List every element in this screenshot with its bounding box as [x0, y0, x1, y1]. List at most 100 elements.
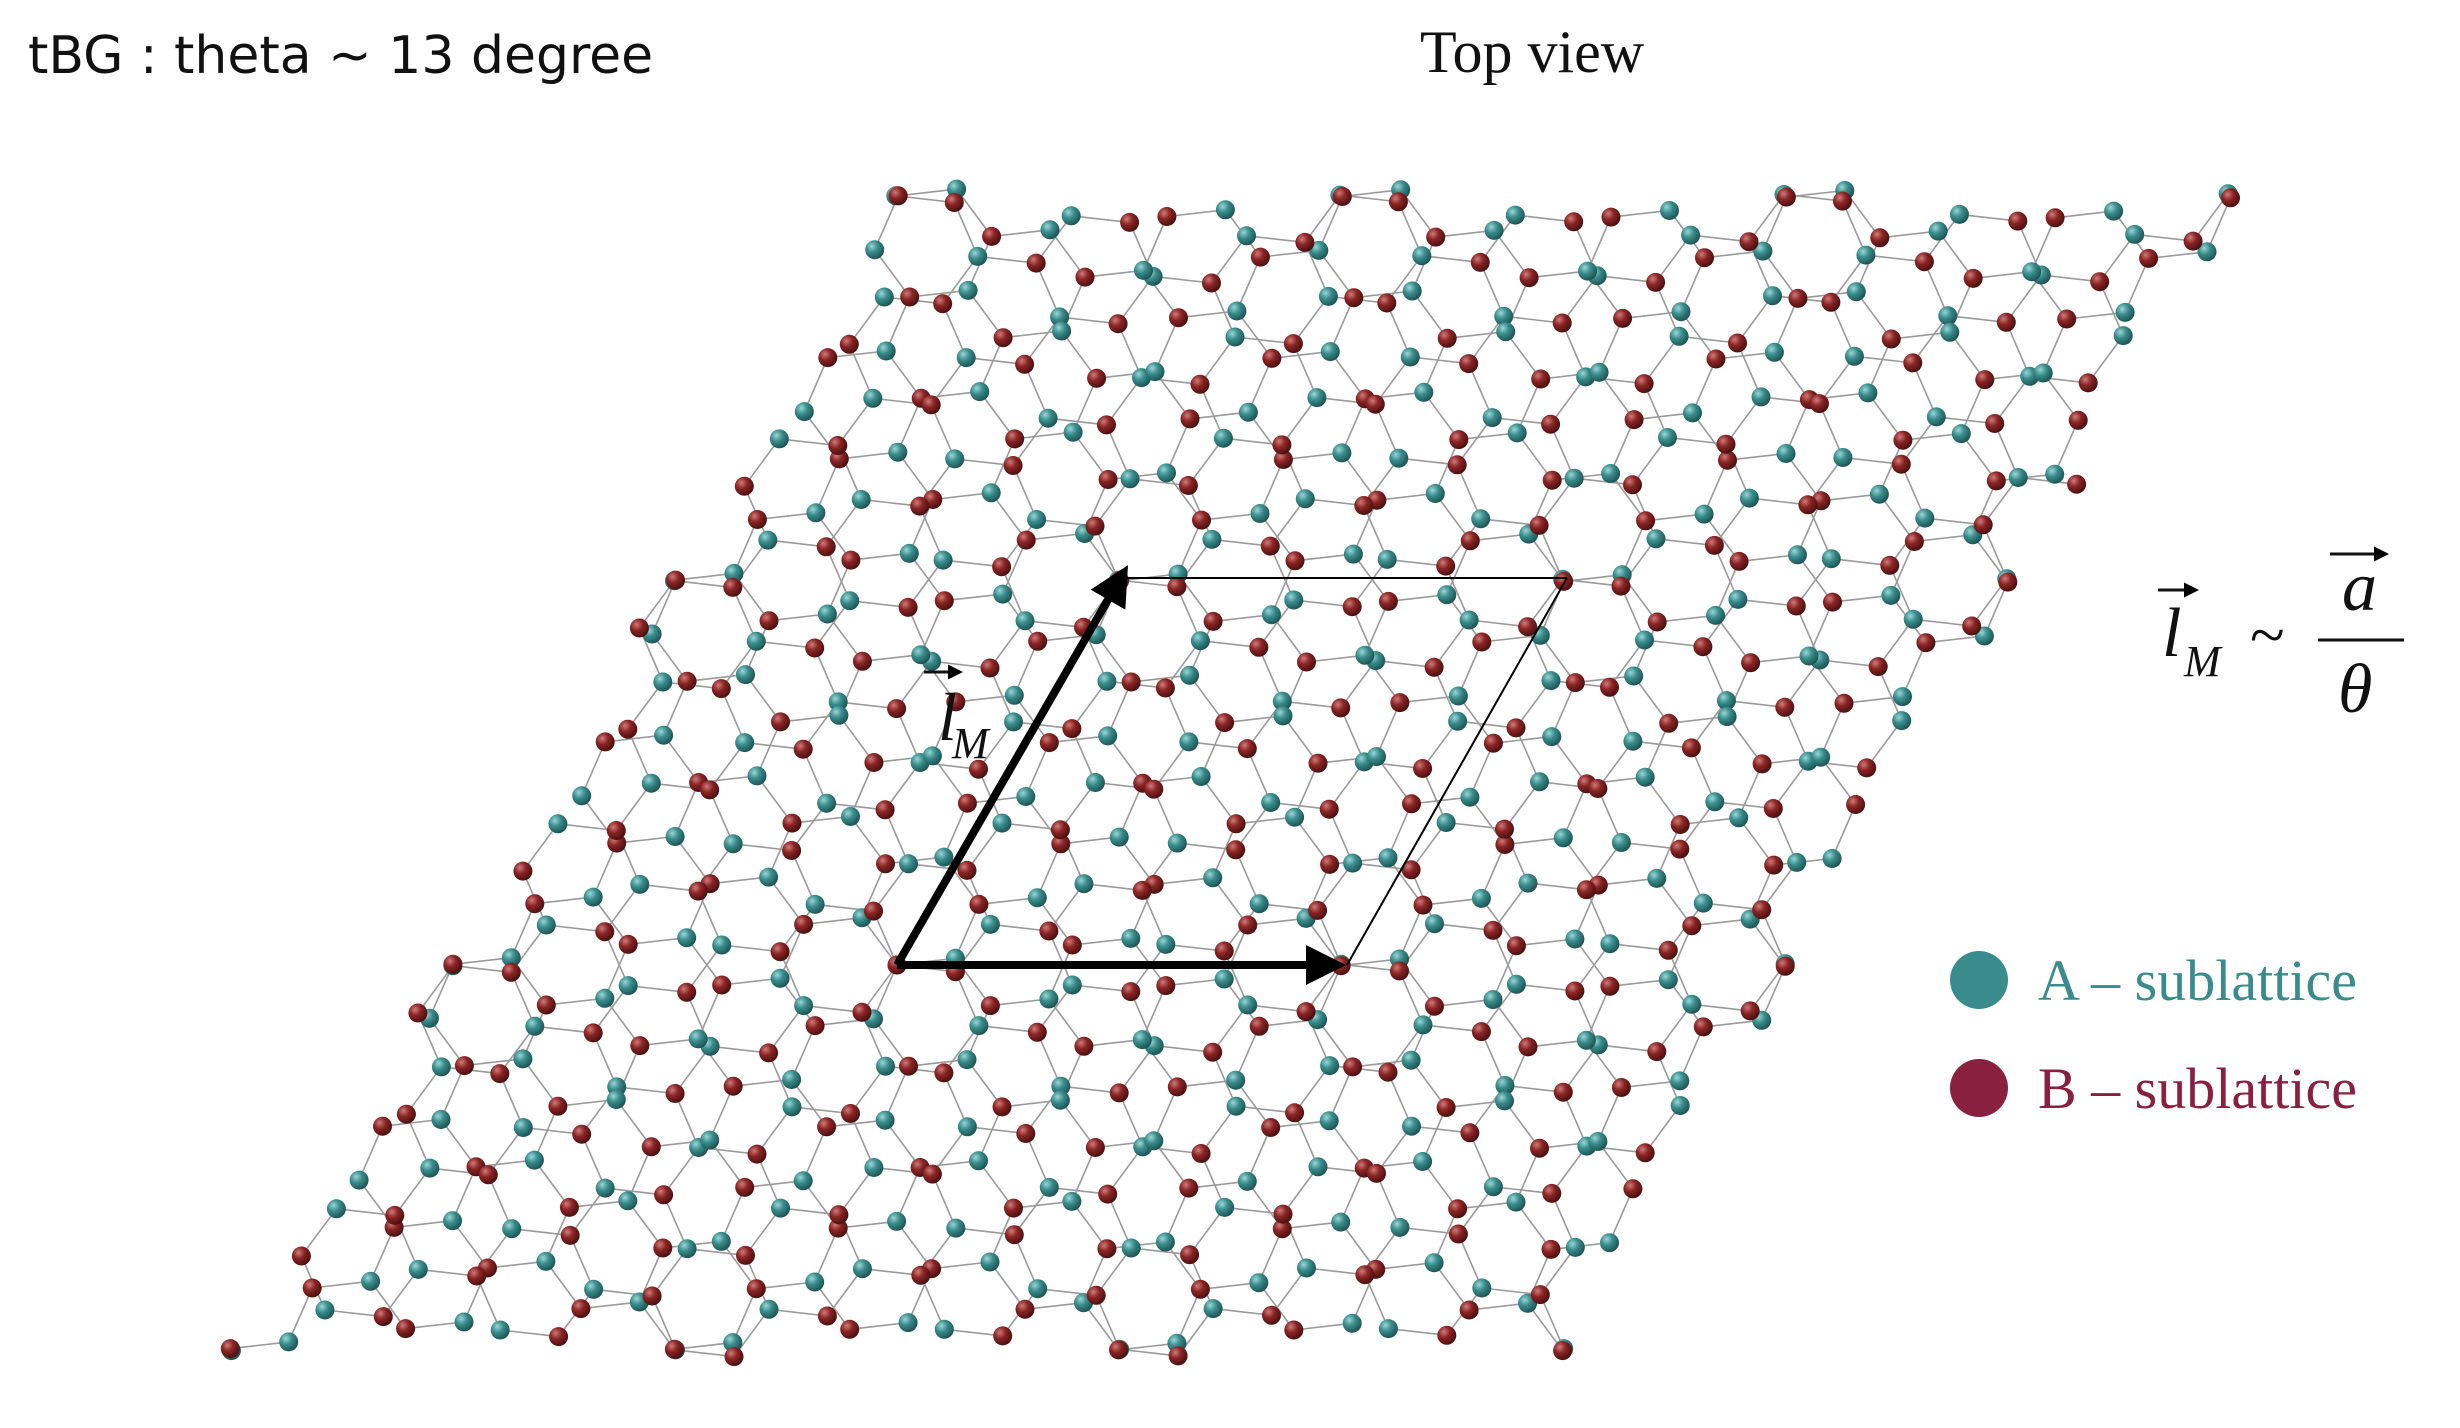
carbon-bond — [1456, 464, 1482, 520]
carbon-bond — [1785, 453, 1822, 502]
carbon-bond — [358, 1125, 384, 1181]
a-sublattice-atom — [1155, 1232, 1175, 1252]
carbon-bond — [1690, 747, 1716, 803]
carbon-bond — [990, 998, 1049, 1007]
a-sublattice-atom — [1027, 888, 1047, 908]
carbon-bond — [1855, 237, 1881, 293]
b-sublattice-atom — [490, 1064, 510, 1084]
carbon-bond — [1702, 646, 1728, 701]
carbon-bond — [1421, 1107, 1447, 1162]
a-sublattice-atom — [490, 1320, 510, 1340]
b-sublattice-atom — [572, 1124, 592, 1144]
moire-vector-symbol: l — [938, 679, 957, 755]
b-sublattice-atom — [899, 1056, 918, 1076]
carbon-bond — [1467, 363, 1493, 418]
carbon-bond — [1014, 431, 1074, 440]
a-sublattice-atom — [782, 1097, 802, 1117]
b-sublattice-atom — [1074, 1036, 1094, 1056]
a-sublattice-atom — [1016, 787, 1036, 806]
carbon-bond — [744, 1207, 782, 1256]
carbon-bond — [1993, 423, 2019, 478]
b-sublattice-atom — [1250, 247, 1270, 267]
carbon-bond — [604, 883, 641, 933]
carbon-bond — [1748, 241, 1774, 297]
carbon-bond — [944, 1328, 1003, 1337]
a-sublattice-atom — [852, 1259, 872, 1279]
a-sublattice-atom — [1600, 1233, 1619, 1253]
carbon-bond — [1351, 558, 1388, 608]
carbon-bond — [1913, 618, 1972, 627]
carbon-bond — [803, 357, 829, 412]
carbon-bond — [522, 823, 559, 872]
b-sublattice-atom — [735, 1177, 755, 1197]
a-sublattice-atom — [1658, 970, 1678, 990]
carbon-bond — [1982, 477, 2019, 526]
carbon-bond — [1071, 728, 1097, 783]
carbon-bond — [1199, 383, 1225, 439]
b-sublattice-atom — [1179, 1178, 1199, 1198]
carbon-bond — [1305, 498, 1364, 507]
carbon-bond — [1622, 310, 1682, 320]
carbon-bond — [1376, 492, 1436, 501]
a-sublattice-atom — [1974, 626, 1994, 646]
carbon-bond — [382, 1118, 442, 1127]
b-sublattice-atom — [1388, 192, 1408, 212]
carbon-bond — [861, 498, 920, 507]
carbon-bond — [1878, 493, 1916, 542]
b-sublattice-atom — [1108, 314, 1128, 334]
carbon-bond — [1831, 557, 1890, 567]
carbon-bond — [1387, 857, 1424, 906]
a-sublattice-atom — [1893, 687, 1912, 707]
carbon-bond — [1200, 1153, 1226, 1208]
carbon-bond — [1597, 274, 1656, 284]
carbon-bond — [744, 741, 804, 750]
a-sublattice-atom — [665, 827, 685, 846]
carbon-bond — [336, 1208, 395, 1217]
carbon-bond — [813, 647, 839, 703]
b-sublattice-atom — [1695, 248, 1714, 268]
carbon-bond — [1679, 335, 1738, 344]
a-sublattice-atom — [957, 1050, 977, 1070]
carbon-bond — [1538, 525, 1564, 580]
a-sublattice-atom — [1589, 362, 1609, 382]
carbon-bond — [1493, 1186, 1552, 1195]
b-sublattice-atom — [887, 699, 907, 719]
a-sublattice-atom — [817, 604, 837, 624]
a-sublattice-atom — [945, 449, 965, 469]
a-sublattice-atom — [1414, 382, 1434, 402]
carbon-bond — [1013, 1186, 1050, 1236]
b-sublattice-atom — [2045, 208, 2065, 228]
carbon-bond — [405, 1113, 431, 1169]
carbon-bond — [1423, 391, 1460, 441]
b-sublattice-atom — [805, 638, 825, 658]
a-sublattice-atom — [1682, 994, 1702, 1014]
a-sublattice-atom — [875, 1110, 895, 1130]
a-sublattice-atom — [618, 1191, 638, 1211]
carbon-bond — [510, 971, 536, 1027]
a-sublattice-atom — [1121, 928, 1141, 948]
b-sublattice-atom — [478, 1165, 498, 1185]
a-sublattice-atom — [898, 1313, 918, 1333]
b-sublattice-atom — [980, 658, 1000, 678]
a-sublattice-atom — [1215, 200, 1235, 220]
carbon-bond — [1900, 463, 1926, 519]
b-sublattice-atom — [302, 1278, 322, 1298]
a-sublattice-atom — [981, 483, 1001, 503]
carbon-bond — [848, 296, 885, 345]
carbon-bond — [1457, 695, 1495, 744]
a-sublattice-atom — [1039, 1177, 1059, 1197]
b-sublattice-atom — [1262, 1305, 1281, 1325]
carbon-bond — [1423, 337, 1448, 393]
b-sublattice-atom — [1169, 308, 1188, 328]
carbon-bond — [1456, 417, 1493, 466]
carbon-bond — [791, 815, 851, 824]
carbon-bond — [1539, 1246, 1576, 1296]
a-sublattice-atom — [1413, 1015, 1433, 1035]
carbon-bond — [1866, 720, 1903, 769]
carbon-bond — [1527, 1039, 1587, 1048]
carbon-bond — [324, 1309, 384, 1318]
a-sublattice-atom — [1226, 1096, 1246, 1116]
b-sublattice-atom — [1914, 252, 1934, 272]
b-sublattice-atom — [1016, 1124, 1036, 1143]
carbon-bond — [872, 964, 898, 1020]
